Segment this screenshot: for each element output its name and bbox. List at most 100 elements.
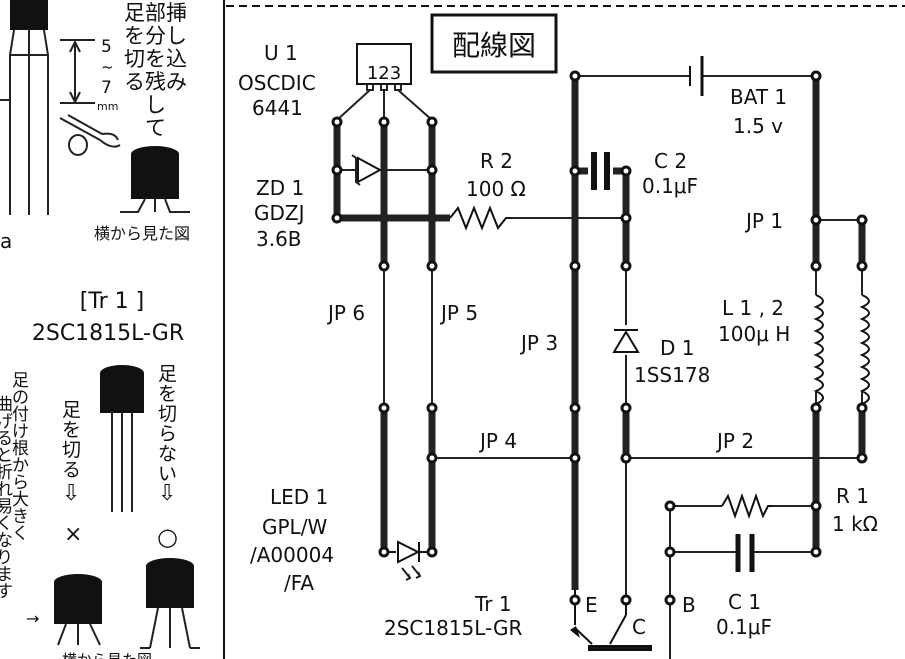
svg-text:す: す (0, 582, 13, 602)
l12-value: 100μ H (718, 322, 790, 346)
svg-text:ら: ら (12, 473, 29, 493)
transistor-front-view (100, 365, 144, 512)
connection-nodes (331, 70, 868, 606)
side-view-top (120, 146, 190, 213)
jp4-label: JP 4 (478, 429, 517, 453)
svg-text:足部挿: 足部挿 (124, 1, 187, 25)
jp2-label: JP 2 (715, 429, 754, 453)
transistor-good-view (140, 558, 200, 649)
u1-num: 6441 (252, 96, 303, 120)
transistor-bent-view (54, 574, 102, 646)
jp1-label: JP 1 (744, 209, 783, 233)
column-cut: 足 を 切 る (62, 399, 81, 481)
bat1-ref: BAT 1 (730, 85, 787, 109)
svg-text:付: 付 (12, 405, 29, 425)
svg-text:ら: ら (158, 423, 177, 445)
tr-heading: [Tr 1 ] (80, 289, 144, 314)
led1-part3: /FA (284, 571, 314, 595)
u1-part: OSCDIC (238, 71, 316, 95)
bottom-caption: 横から見た図 (62, 651, 152, 659)
svg-text:げ: げ (0, 412, 13, 432)
svg-text:足: 足 (62, 399, 81, 421)
svg-text:易: 易 (0, 497, 13, 517)
svg-text:か: か (12, 456, 29, 476)
thin-wires (337, 75, 863, 659)
dim-mm: mm (97, 100, 118, 113)
tr1-emitter-label: E (585, 593, 598, 617)
svg-text:て: て (124, 116, 187, 140)
column-bend-warning-2: 曲 げ る と 折 れ 易 く な り ま す (0, 395, 13, 602)
dim-7: 7 (101, 78, 112, 98)
u1-pin-wires (336, 89, 433, 121)
diagram-title: 配線図 (452, 29, 536, 62)
led1-ref: LED 1 (270, 485, 328, 509)
svg-text:ま: ま (0, 565, 13, 585)
c2-capacitor-symbol (591, 152, 610, 190)
tr1-transistor-symbol (570, 590, 652, 651)
r1-resistor-symbol (721, 492, 772, 520)
led1-part2: /A00004 (250, 543, 334, 567)
svg-text:切: 切 (158, 403, 177, 425)
tr1-collector-label: C (632, 615, 646, 639)
c1-capacitor-symbol (735, 534, 755, 572)
svg-text:根: 根 (12, 439, 29, 459)
cross-mark-icon: × (64, 522, 82, 547)
svg-text:切を込: 切を込 (124, 47, 187, 71)
l2-inductor-symbol (859, 294, 870, 405)
cut-instructions: 足部挿 を分し 切を込 る残み し て (124, 1, 187, 140)
arrow-right-icon: → (26, 609, 39, 628)
tr-part: 2SC1815L-GR (32, 321, 184, 346)
side-view-caption: 横から見た図 (94, 224, 190, 243)
letter-a: a (0, 229, 12, 253)
svg-text:く: く (12, 524, 29, 544)
svg-text:る: る (0, 429, 13, 449)
zd1-ref: ZD 1 (256, 176, 304, 200)
tr1-ref: Tr 1 (474, 592, 512, 616)
r1-value: 1 kΩ (832, 512, 878, 536)
svg-text:切: 切 (62, 439, 81, 461)
r2-ref: R 2 (480, 149, 513, 173)
battery-symbol (689, 56, 704, 96)
r2-resistor-symbol (449, 205, 510, 231)
svg-text:る残み: る残み (124, 70, 187, 94)
d1-diode-symbol (612, 329, 640, 353)
bat1-value: 1.5 v (733, 114, 783, 138)
left-panel: 5 ~ 7 mm 足部挿 を分し 切を込 る残み し て 横から見た図 a [T (0, 0, 200, 659)
svg-text:し: し (124, 93, 187, 117)
c2-value: 0.1μF (642, 174, 698, 198)
tr1-part: 2SC1815L-GR (384, 616, 523, 640)
column-bend-warning: 足 の 付 け 根 か ら 大 き く (12, 371, 29, 544)
led-symbol (384, 540, 432, 581)
svg-text:い: い (158, 463, 177, 485)
led1-part1: GPL/W (262, 515, 327, 539)
column-no-cut: 足 を 切 ら な い (158, 363, 177, 485)
transistor-body-top (10, 0, 48, 30)
svg-text:折: 折 (0, 463, 13, 483)
c1-value: 0.1μF (716, 615, 772, 639)
svg-text:の: の (12, 388, 29, 408)
pliers-icon (59, 114, 121, 156)
svg-text:る: る (62, 459, 81, 481)
jp3-label: JP 3 (519, 331, 558, 355)
u1-pin-numbers: 123 (367, 63, 401, 84)
svg-text:り: り (0, 548, 13, 568)
dim-5: 5 (101, 37, 112, 57)
l1-inductor-symbol (813, 294, 824, 405)
tr1-base-label: B (682, 593, 696, 617)
svg-text:曲: 曲 (0, 395, 13, 415)
jp6-label: JP 6 (326, 301, 365, 325)
dim-tilde: ~ (101, 58, 114, 76)
svg-text:を: を (158, 383, 177, 405)
d1-ref: D 1 (660, 336, 694, 360)
arrow-down-icon-right: ⇩ (158, 481, 176, 506)
r2-value: 100 Ω (466, 177, 526, 201)
u1-chip-body (356, 43, 412, 85)
c2-ref: C 2 (654, 149, 687, 173)
jp5-label: JP 5 (439, 301, 478, 325)
svg-text:を分し: を分し (124, 24, 187, 48)
zener-diode-symbol (351, 154, 383, 186)
u1-ref: U 1 (264, 41, 298, 65)
svg-text:な: な (0, 531, 13, 551)
svg-text:足: 足 (12, 371, 29, 391)
